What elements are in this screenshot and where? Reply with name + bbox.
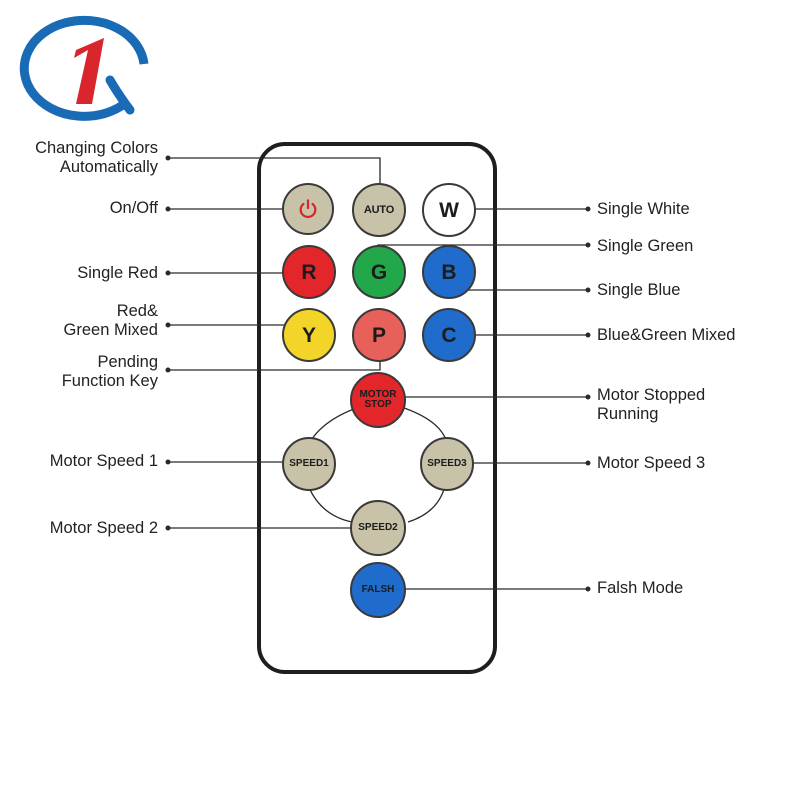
label-line: Motor Stopped	[597, 386, 706, 404]
label-motor-stopped: Motor Stopped Running	[597, 386, 705, 424]
blue-button[interactable]: B	[422, 245, 476, 299]
power-button[interactable]	[282, 183, 334, 235]
label-blue-green-mixed: Blue&Green Mixed	[597, 326, 736, 344]
logo-one	[74, 38, 104, 104]
label-falsh-mode: Falsh Mode	[597, 579, 684, 597]
label-motor-speed-3: Motor Speed 3	[597, 454, 706, 472]
label-line: Automatically	[59, 158, 158, 176]
label-single-red: Single Red	[77, 264, 158, 282]
motor-stop-button[interactable]: MOTOR STOP	[350, 372, 406, 428]
label-line: Red&	[116, 302, 158, 320]
brand-logo	[19, 15, 149, 121]
red-button[interactable]: R	[282, 245, 336, 299]
label-line: Changing Colors	[35, 139, 158, 157]
label-line: Function Key	[61, 372, 158, 390]
logo-r-leg	[105, 75, 135, 115]
label-line: Running	[597, 405, 659, 423]
label-red-green-mixed: Red& Green Mixed	[64, 302, 158, 340]
label-line: Green Mixed	[63, 321, 158, 339]
pink-button[interactable]: P	[352, 308, 406, 362]
label-motor-speed-2: Motor Speed 2	[49, 519, 158, 537]
label-pending: Pending Function Key	[62, 353, 158, 391]
label-line: Pending	[97, 353, 158, 371]
label-single-blue: Single Blue	[597, 281, 681, 299]
speed3-button[interactable]: SPEED3	[420, 437, 474, 491]
label-changing-colors: Changing Colors Automatically	[35, 139, 158, 177]
power-icon	[299, 199, 317, 219]
falsh-button[interactable]: FALSH	[350, 562, 406, 618]
logo-ring	[19, 15, 149, 121]
label-on-off: On/Off	[109, 199, 158, 217]
white-button[interactable]: W	[422, 183, 476, 237]
cyan-button[interactable]: C	[422, 308, 476, 362]
label-single-white: Single White	[597, 200, 690, 218]
motor-stop-text-2: STOP	[364, 399, 392, 410]
label-motor-speed-1: Motor Speed 1	[49, 452, 158, 470]
green-button[interactable]: G	[352, 245, 406, 299]
yellow-button[interactable]: Y	[282, 308, 336, 362]
speed2-button[interactable]: SPEED2	[350, 500, 406, 556]
speed1-button[interactable]: SPEED1	[282, 437, 336, 491]
motor-stop-text-1: MOTOR	[359, 388, 397, 400]
label-single-green: Single Green	[597, 237, 694, 255]
auto-button[interactable]: AUTO	[352, 183, 406, 237]
